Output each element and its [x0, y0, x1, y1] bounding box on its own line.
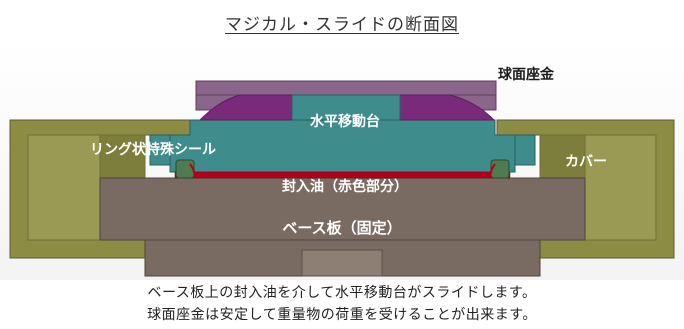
label-spherical-seat: 球面座金: [498, 66, 555, 83]
sealed-oil: [174, 171, 511, 179]
caption-line-1: ベース板上の封入油を介して水平移動台がスライドします。: [147, 285, 537, 301]
seat-top-plate: [195, 80, 497, 96]
ring-seals: [175, 159, 510, 179]
label-cover: カバー: [565, 154, 607, 170]
cover-right-face: [584, 134, 657, 241]
diagram-title: マジカル・スライドの断面図: [225, 15, 459, 35]
base-plate: [99, 177, 586, 277]
label-ring-seal: リング状特殊シール: [90, 141, 216, 158]
base-plate-recess: [301, 249, 383, 277]
cover-right-inner: [539, 134, 586, 179]
horizontal-stage: [169, 119, 516, 173]
spherical-seat-washer: [195, 80, 497, 121]
seal-right: [490, 159, 510, 179]
seal-left: [175, 159, 195, 179]
label-horizontal-stage: 水平移動台: [310, 113, 380, 130]
stage-slot-right: [514, 134, 536, 166]
stage-slot-left: [149, 134, 171, 166]
label-sealed-oil: 封入油（赤色部分）: [282, 178, 408, 195]
seal-left-lip: [189, 163, 196, 179]
caption-line-2: 球面座金は安定して重量物の荷重を受けることが出来ます。: [147, 307, 537, 323]
seat-curve-left: [198, 94, 293, 121]
label-base-plate: ベース板（固定）: [282, 219, 401, 237]
seat-curve-right: [399, 94, 496, 121]
seat-stage-dome: [291, 94, 401, 121]
seal-right-lip: [489, 163, 496, 179]
cover-left-face: [27, 134, 101, 241]
